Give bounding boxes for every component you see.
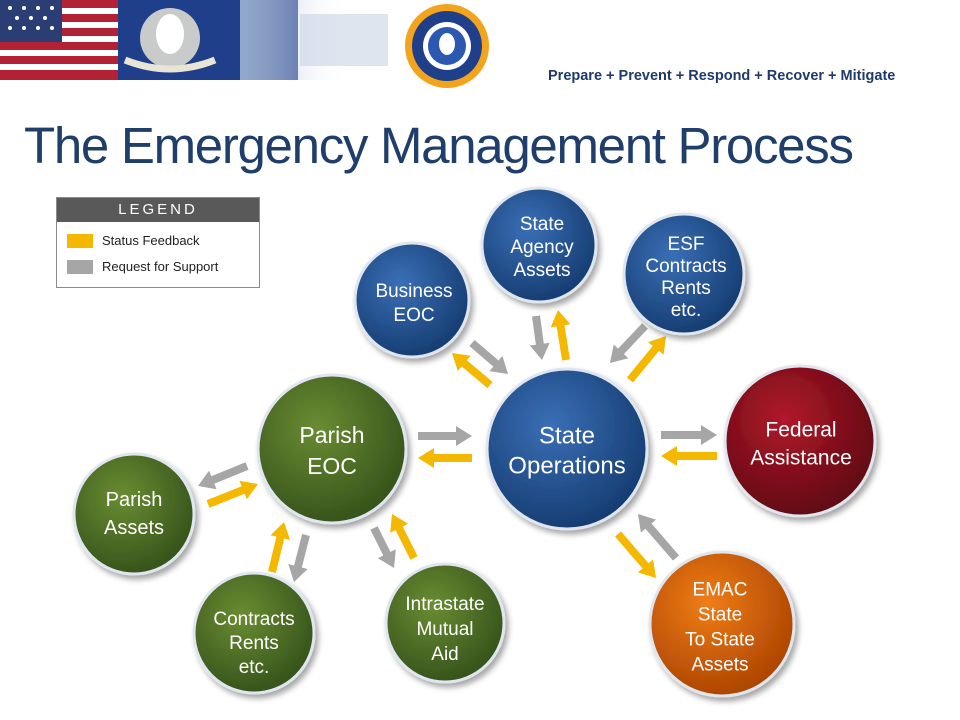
node-label-line: etc. — [671, 300, 702, 321]
page-title: The Emergency Management Process — [24, 117, 854, 174]
node-label-line: Assistance — [750, 447, 852, 470]
node-label-line: State — [539, 423, 595, 450]
node-circle — [648, 550, 796, 698]
gohsep-seal-icon — [405, 4, 489, 88]
arrow-feedback-emac-icon — [615, 531, 656, 578]
node-label-line: To State — [685, 629, 755, 650]
node-circle — [723, 364, 877, 518]
header-banner — [0, 0, 489, 88]
arrow-feedback-intrastate-icon — [390, 514, 418, 560]
node-label-line: Aid — [431, 644, 458, 665]
node-circle — [192, 571, 316, 695]
legend-swatch — [67, 260, 93, 274]
legend: LEGEND Status Feedback Request for Suppo… — [56, 197, 260, 288]
arrow-feedback-esf-icon — [626, 336, 666, 383]
node-label-line: Intrastate — [405, 594, 484, 615]
arrow-request-intrastate-icon — [370, 526, 396, 568]
legend-label: Status Feedback — [102, 233, 200, 248]
arrow-request-federal-icon — [661, 425, 717, 445]
node-label-line: State — [520, 214, 564, 235]
node-label-line: Contracts — [645, 256, 726, 277]
tagline: Prepare + Prevent + Respond + Recover + … — [548, 68, 896, 84]
node-label-line: State — [698, 604, 742, 625]
arrow-request-emac-icon — [638, 514, 679, 561]
node-circle — [72, 452, 196, 576]
node-circle — [353, 241, 471, 359]
arrow-feedback-parish-contracts-icon — [268, 522, 290, 573]
arrow-feedback-federal-icon — [661, 446, 717, 466]
node-label-line: Mutual — [416, 619, 473, 640]
arrow-feedback-agency-icon — [550, 310, 571, 361]
node-label-line: etc. — [239, 657, 270, 678]
node-circle — [485, 367, 649, 531]
node-label-line: Contracts — [213, 609, 294, 630]
node-label-line: EOC — [307, 453, 357, 479]
legend-swatch — [67, 234, 93, 248]
node-label-line: Assets — [691, 654, 748, 675]
arrow-request-parish-state-icon — [418, 426, 472, 446]
node-circle — [622, 212, 746, 336]
node-label-line: EMAC — [693, 579, 748, 600]
node-label-line: Federal — [765, 419, 836, 442]
arrow-feedback-parish-state-icon — [418, 448, 472, 468]
node-label-line: Business — [375, 281, 452, 302]
arrow-feedback-parish-assets-icon — [206, 480, 258, 508]
node-label-line: Parish — [106, 489, 163, 511]
node-label-line: Rents — [661, 278, 711, 299]
node-label-line: EOC — [393, 305, 434, 326]
node-label-line: Agency — [510, 237, 574, 258]
arrow-request-esf-icon — [610, 323, 648, 363]
legend-label: Request for Support — [102, 259, 219, 274]
node-circle — [480, 186, 598, 304]
node-label-line: Parish — [299, 422, 364, 448]
arrow-request-parish-assets-icon — [198, 462, 249, 490]
legend-header: LEGEND — [57, 198, 259, 222]
node-label-line: Rents — [229, 633, 279, 654]
arrow-request-parish-contracts-icon — [288, 534, 310, 582]
node-label-line: Assets — [513, 260, 570, 281]
node-label-line: ESF — [668, 234, 705, 255]
arrow-request-agency-icon — [529, 315, 550, 360]
arrow-feedback-business-icon — [452, 353, 493, 389]
arrows — [198, 310, 717, 582]
node-label-line: Operations — [508, 453, 625, 480]
node-circle — [384, 562, 506, 684]
american-flag-image — [0, 0, 130, 80]
node-label-line: Assets — [104, 517, 164, 539]
arrow-request-business-icon — [469, 340, 508, 374]
node-circle — [256, 373, 408, 525]
